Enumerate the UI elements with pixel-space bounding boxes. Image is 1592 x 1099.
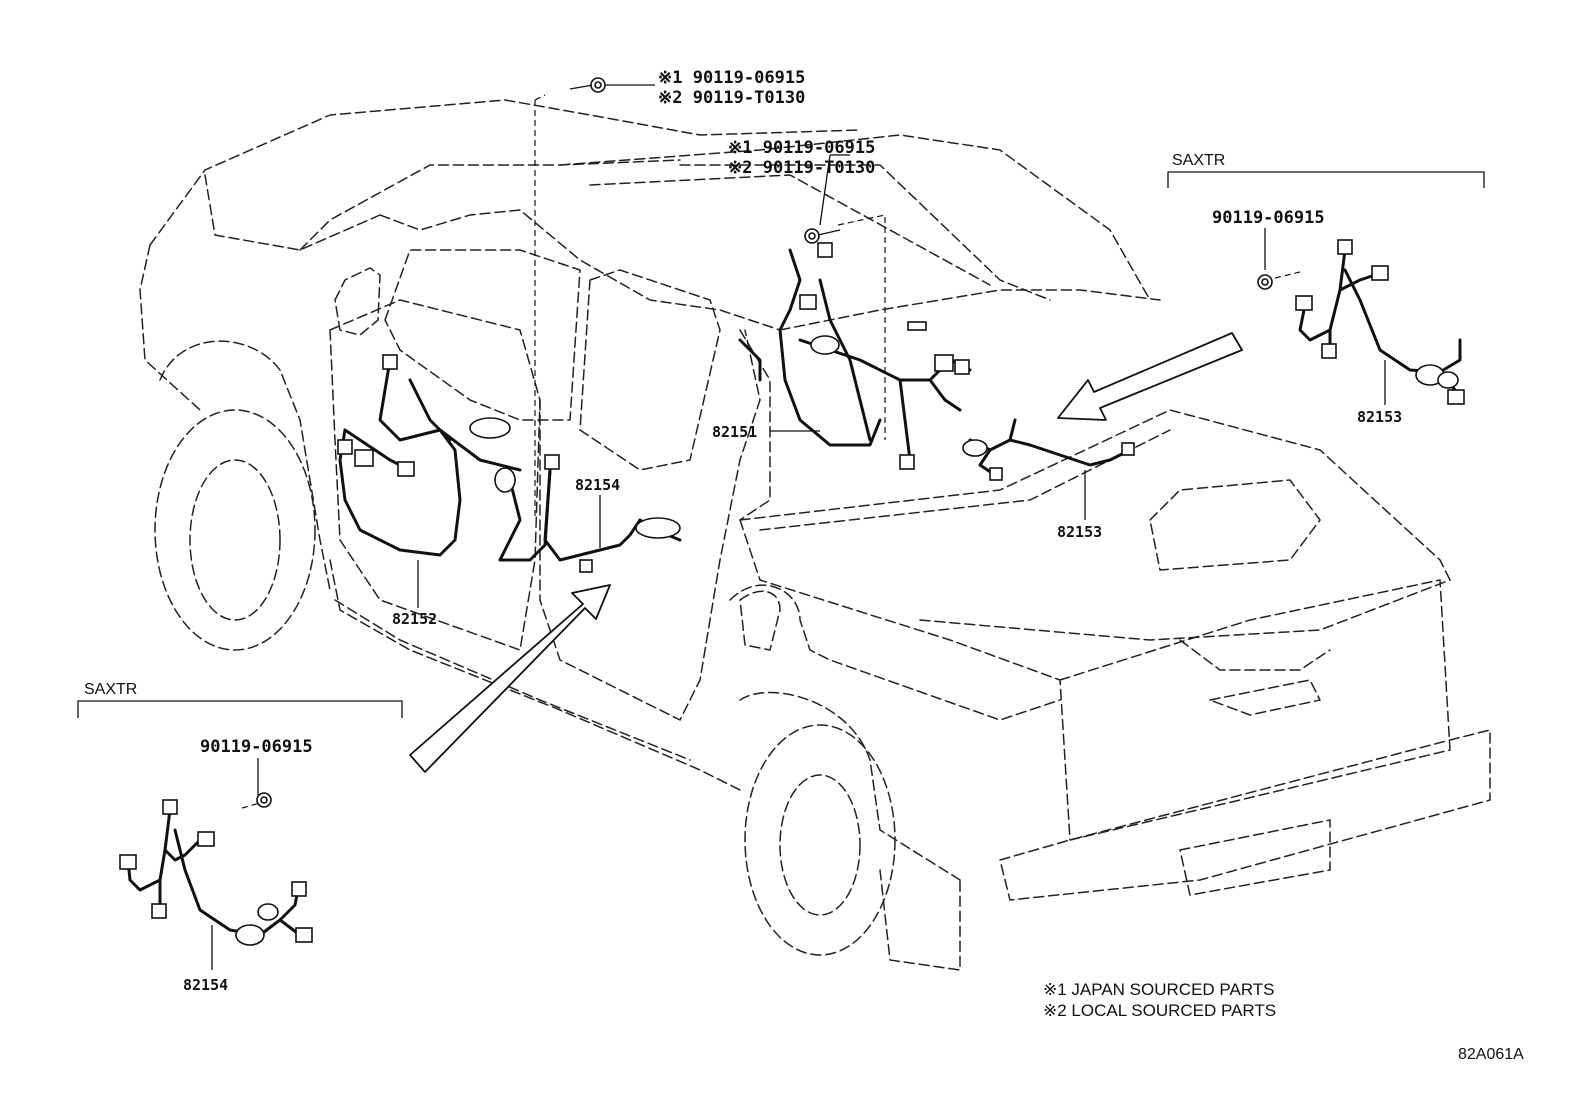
connector [899,454,915,470]
legend-note-japan: ※1 JAPAN SOURCED PARTS [1043,980,1275,999]
connector [397,461,415,477]
labels: ※1 90119-06915 ※2 90119-T0130 ※1 90119-0… [84,68,1524,1063]
figure-code: 82A061A [1458,1046,1524,1063]
harness-82152[interactable] [337,354,522,557]
part-label-82153-main[interactable]: 82153 [1057,523,1102,541]
connector [382,354,398,370]
bolt-roof-left[interactable] [569,77,606,93]
callout-bolt-roof-mid-line2: ※2 90119-T0130 [728,158,875,178]
callout-bolt-roof-left-line1: ※1 90119-06915 [658,68,805,88]
harness-82153-main[interactable] [962,418,1135,481]
leader-lines [417,84,1086,608]
inset-right-variant-label: SAXTR [1172,152,1225,169]
harness-82151[interactable] [738,242,972,470]
door-handle-connector [635,517,681,539]
inset-right [1167,171,1485,405]
inset-right-part-label[interactable]: 82153 [1357,408,1402,426]
bolt-roof-mid[interactable] [804,228,841,244]
inset-left-harness[interactable] [119,799,313,946]
connector [579,559,593,573]
connector [544,454,560,470]
arrow-to-bed-harness [1057,332,1243,421]
part-label-82154-main[interactable]: 82154 [575,476,620,494]
part-label-82151[interactable]: 82151 [712,423,757,441]
connector [810,335,840,355]
door-handle-connector [469,417,511,439]
part-label-82152[interactable]: 82152 [392,610,437,628]
inset-right-bolt-icon [1257,271,1301,290]
connector [907,321,927,331]
connector [989,467,1003,481]
callout-bolt-roof-left-line2: ※2 90119-T0130 [658,88,805,108]
connector [817,242,833,258]
inset-left-bolt-number[interactable]: 90119-06915 [200,737,313,757]
inset-right-bolt-number[interactable]: 90119-06915 [1212,208,1325,228]
legend-note-local: ※2 LOCAL SOURCED PARTS [1043,1001,1276,1020]
connector [337,439,353,455]
connector [962,439,988,457]
connector [354,449,374,467]
inset-left-part-label[interactable]: 82154 [183,976,228,994]
inset-right-harness[interactable] [1295,239,1465,405]
inset-left-bolt-icon [241,792,272,809]
connector [954,359,970,375]
connector [494,467,516,493]
callout-bolt-roof-mid-line1: ※1 90119-06915 [728,138,875,158]
connector [1121,442,1135,456]
inset-left-variant-label: SAXTR [84,681,137,698]
connector [799,294,817,310]
arrow-to-rear-door-harness [409,584,611,773]
inset-left [77,700,403,970]
harness-82154-main[interactable] [494,454,682,573]
connector [934,354,954,372]
